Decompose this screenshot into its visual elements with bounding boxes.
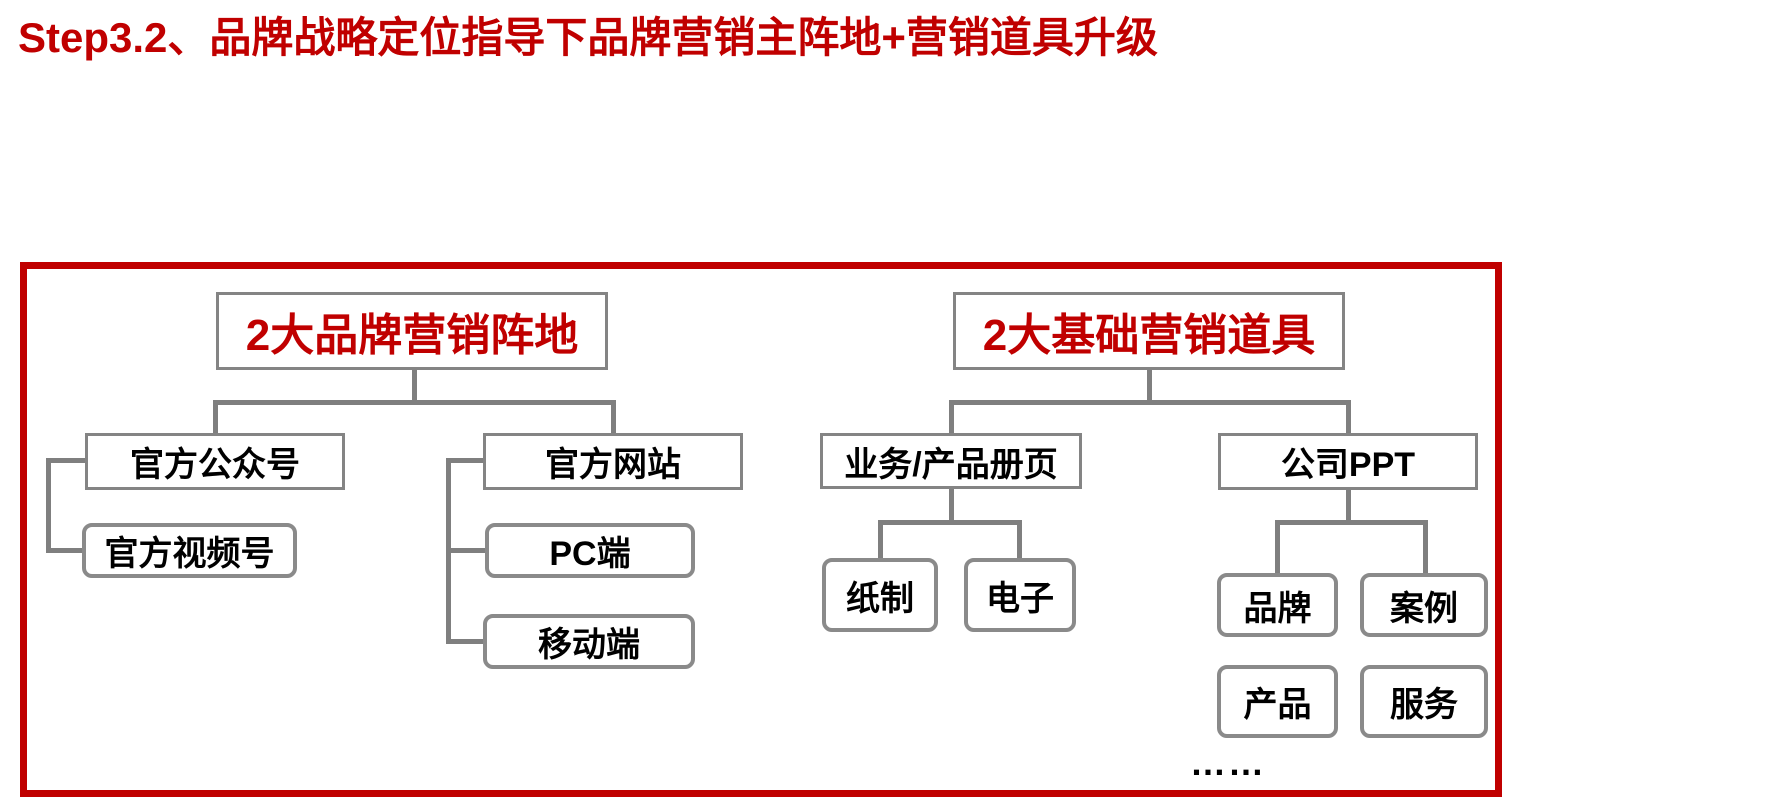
node-company-ppt: 公司PPT [1218, 433, 1478, 490]
node-official-account: 官方公众号 [85, 433, 345, 490]
connector-bracket-website-mid [446, 548, 485, 553]
node-case: 案例 [1360, 573, 1488, 637]
connector-brochure-stub [949, 489, 954, 523]
node-product: 产品 [1217, 665, 1338, 738]
node-brand: 品牌 [1217, 573, 1338, 637]
connector-bracket-website-bottom [446, 639, 483, 644]
connector-ppt-drop-2 [1423, 523, 1428, 573]
connector-bracket-website-top [446, 458, 483, 463]
connector-brochure-drop-1 [878, 523, 883, 558]
connector-brochure-drop-2 [1017, 523, 1022, 558]
connector-ppt-drop-1 [1275, 523, 1280, 573]
connector-left-drop-1 [213, 403, 218, 433]
connector-right-drop-2 [1346, 403, 1351, 433]
connector-left-drop-2 [611, 403, 616, 433]
node-paper: 纸制 [822, 558, 938, 632]
node-brochure: 业务/产品册页 [820, 433, 1082, 489]
connector-bracket-account-bottom [46, 548, 82, 553]
connector-bracket-account-vertical [46, 458, 51, 553]
node-official-website: 官方网站 [483, 433, 743, 490]
connector-bracket-account-top [46, 458, 85, 463]
connector-ppt-stub [1346, 490, 1351, 523]
connector-brochure-bar [878, 520, 1022, 525]
connector-ppt-bar [1275, 520, 1428, 525]
node-service: 服务 [1360, 665, 1488, 738]
connector-right-bar [949, 400, 1351, 405]
node-pc: PC端 [485, 523, 695, 578]
connector-right-drop-1 [949, 403, 954, 433]
node-digital: 电子 [964, 558, 1076, 632]
node-left-root: 2大品牌营销阵地 [216, 292, 608, 370]
connector-right-root-stub [1147, 370, 1152, 402]
connector-left-bar [213, 400, 616, 405]
ellipsis-text: …… [1190, 742, 1266, 783]
node-right-root: 2大基础营销道具 [953, 292, 1345, 370]
connector-left-root-stub [412, 370, 417, 402]
node-official-video: 官方视频号 [82, 523, 297, 578]
page-title: Step3.2、品牌战略定位指导下品牌营销主阵地+营销道具升级 [18, 14, 1158, 61]
node-mobile: 移动端 [483, 614, 695, 669]
